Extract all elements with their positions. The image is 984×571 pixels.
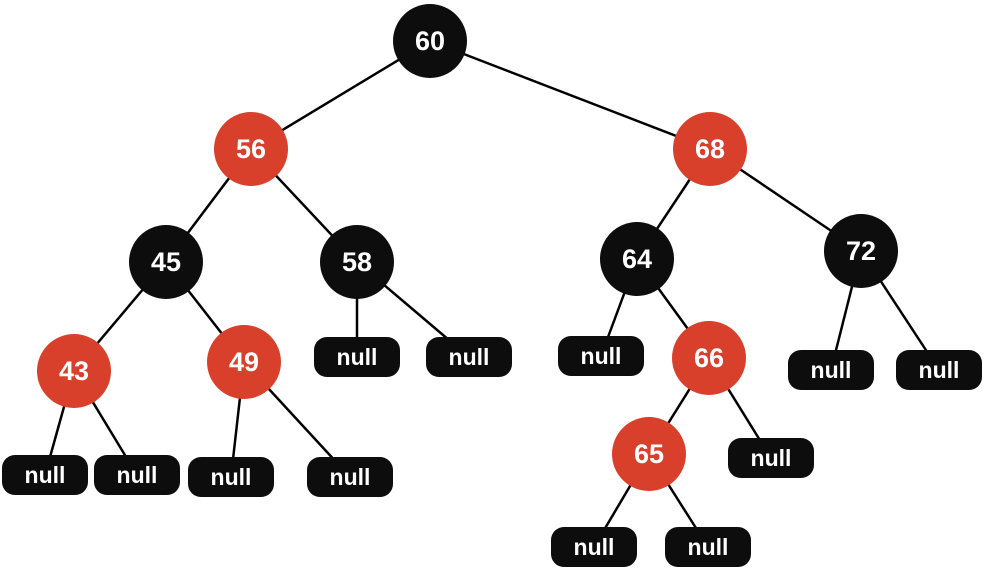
edge-60-68: [429, 39, 711, 151]
null-leaf-58-right: null: [426, 337, 512, 377]
null-leaf-65-right: null: [665, 527, 751, 567]
null-leaf-43-left: null: [2, 455, 88, 495]
null-leaf-64-left: null: [558, 336, 644, 376]
tree-node-56: 56: [214, 112, 288, 186]
null-leaf-72-right: null: [896, 350, 982, 390]
tree-node-65: 65: [612, 417, 686, 491]
tree-node-45: 45: [129, 225, 203, 299]
null-leaf-43-right: null: [94, 455, 180, 495]
tree-node-66: 66: [672, 321, 746, 395]
null-leaf-65-left: null: [551, 527, 637, 567]
tree-node-64: 64: [600, 222, 674, 296]
null-leaf-49-left: null: [188, 457, 274, 497]
null-leaf-49-right: null: [307, 457, 393, 497]
tree-node-60: 60: [393, 4, 467, 78]
null-leaf-58-left: null: [314, 337, 400, 377]
tree-node-43: 43: [37, 334, 111, 408]
tree-node-72: 72: [824, 214, 898, 288]
null-leaf-66-right: null: [728, 438, 814, 478]
null-leaf-72-left: null: [788, 350, 874, 390]
tree-node-68: 68: [673, 112, 747, 186]
tree-node-58: 58: [320, 225, 394, 299]
tree-node-49: 49: [207, 325, 281, 399]
